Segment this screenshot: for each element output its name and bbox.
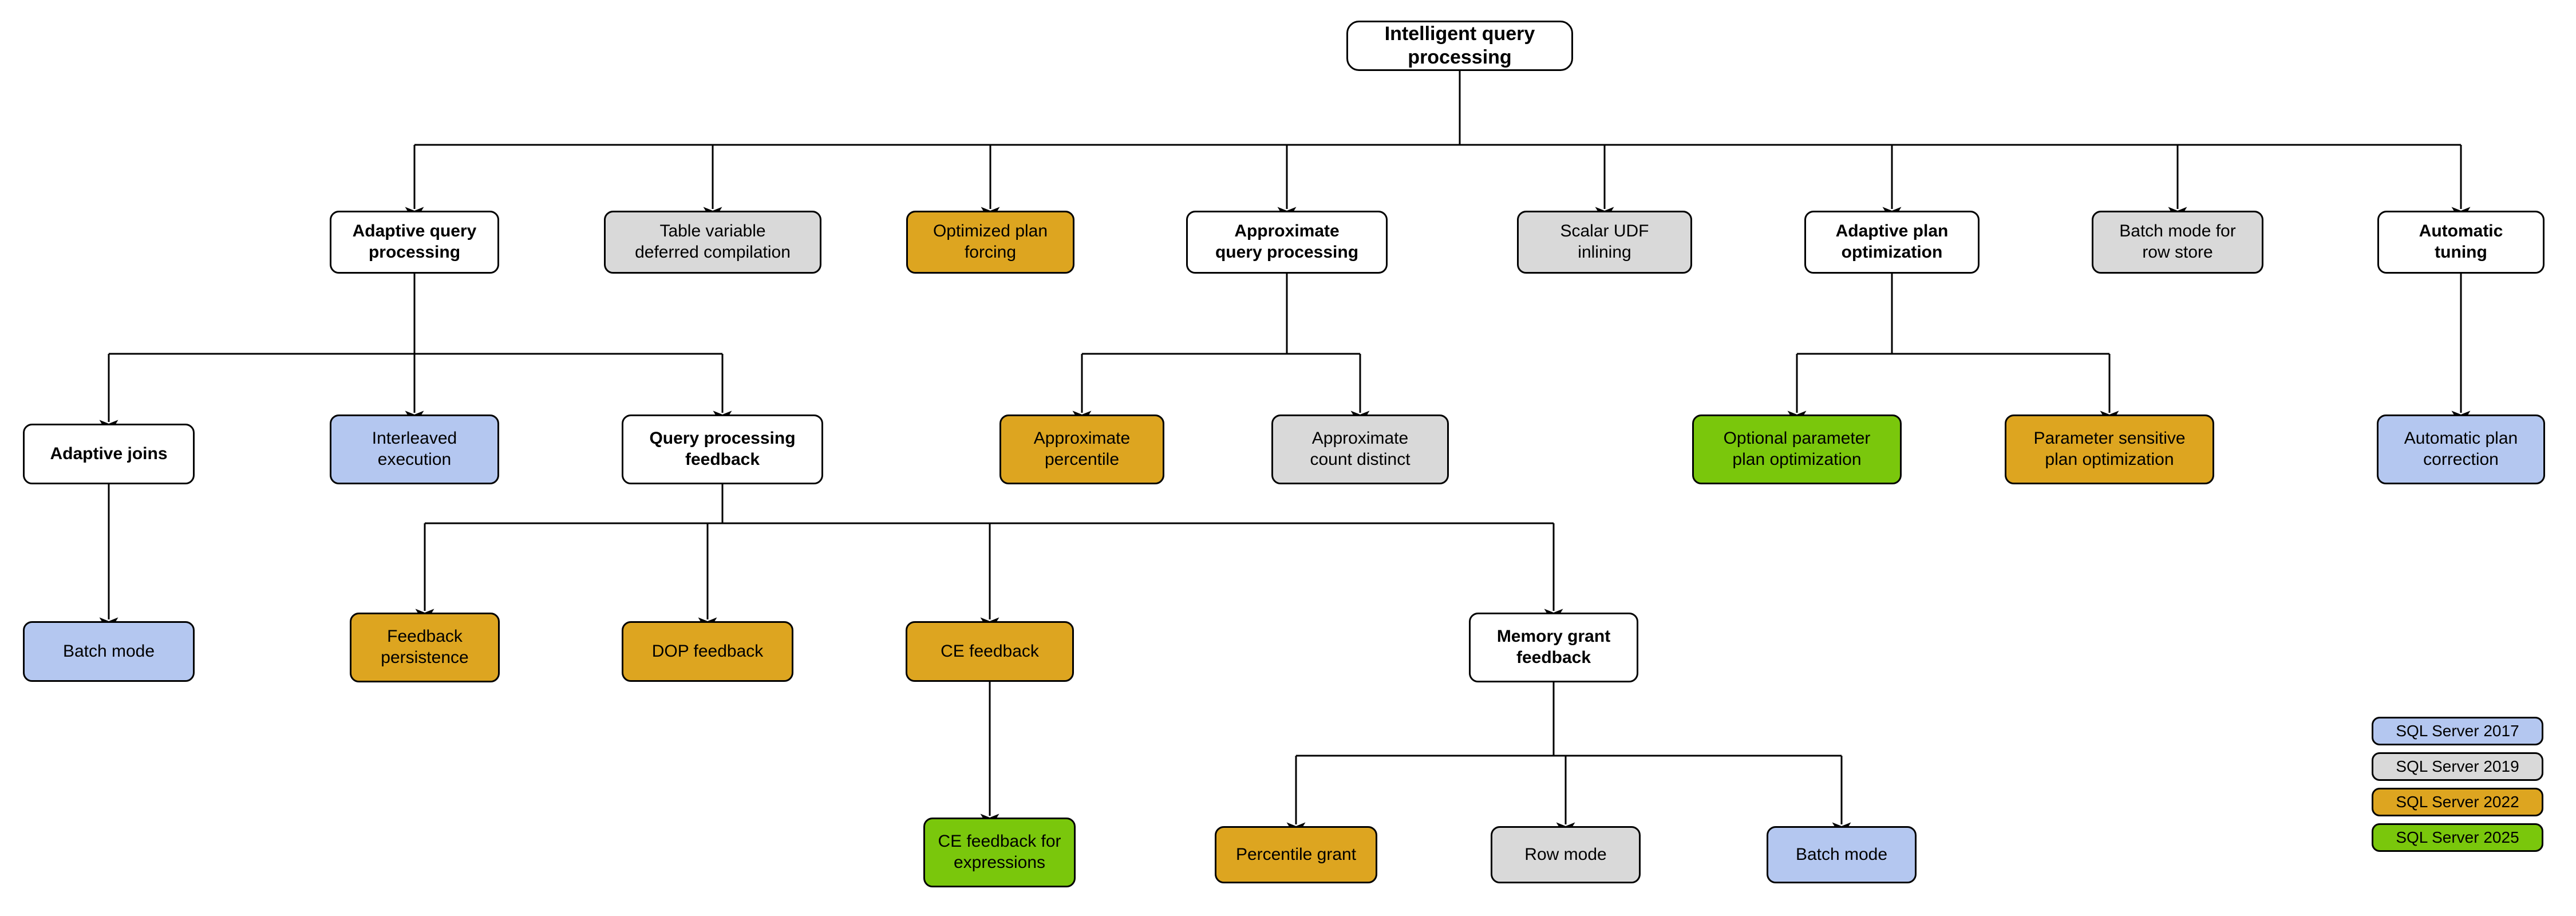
- node-rowmode[interactable]: Row mode: [1491, 826, 1641, 883]
- node-sudf[interactable]: Scalar UDF inlining: [1517, 211, 1692, 274]
- node-apc[interactable]: Automatic plan correction: [2377, 414, 2545, 484]
- node-interleaved[interactable]: Interleaved execution: [330, 414, 499, 484]
- node-batchmode1[interactable]: Batch mode: [23, 621, 195, 682]
- node-label: Optimized plan forcing: [933, 222, 1048, 262]
- node-batchmode2[interactable]: Batch mode: [1767, 826, 1917, 883]
- node-pctgrant[interactable]: Percentile grant: [1215, 826, 1377, 883]
- legend-item-sql-server-2017[interactable]: SQL Server 2017: [2372, 717, 2543, 745]
- node-label: Adaptive query processing: [352, 222, 477, 262]
- node-mgf[interactable]: Memory grant feedback: [1469, 613, 1638, 682]
- legend-item-label: SQL Server 2025: [2396, 828, 2519, 846]
- node-label: Batch mode: [1795, 844, 1888, 864]
- node-label: Automatic tuning: [2419, 222, 2503, 262]
- node-autotune[interactable]: Automatic tuning: [2377, 211, 2545, 274]
- node-label: Adaptive joins: [50, 444, 168, 463]
- node-label: Intelligent query processing: [1384, 22, 1535, 68]
- node-label: Row mode: [1524, 844, 1607, 864]
- node-label: Percentile grant: [1235, 844, 1357, 864]
- node-opf[interactable]: Optimized plan forcing: [906, 211, 1074, 274]
- legend-item-sql-server-2019[interactable]: SQL Server 2019: [2372, 752, 2543, 781]
- node-label: Scalar UDF inlining: [1560, 222, 1649, 262]
- node-label: Approximate query processing: [1215, 222, 1359, 262]
- node-aqp[interactable]: Adaptive query processing: [330, 211, 499, 274]
- legend-item-label: SQL Server 2017: [2396, 722, 2519, 740]
- node-approx[interactable]: Approximate query processing: [1186, 211, 1388, 274]
- node-label: DOP feedback: [651, 641, 764, 661]
- node-label: Batch mode: [62, 641, 155, 661]
- node-label: Optional parameter plan optimization: [1723, 429, 1871, 469]
- node-label: Automatic plan correction: [2404, 429, 2518, 469]
- node-label: Approximate count distinct: [1310, 429, 1411, 469]
- node-oppo[interactable]: Optional parameter plan optimization: [1692, 414, 1902, 484]
- node-label: CE feedback for expressions: [938, 832, 1061, 872]
- node-root[interactable]: Intelligent query processing: [1346, 21, 1573, 71]
- node-label: Table variable deferred compilation: [635, 222, 791, 262]
- node-bmrs[interactable]: Batch mode for row store: [2092, 211, 2263, 274]
- node-label: CE feedback: [941, 641, 1039, 661]
- node-label: Memory grant feedback: [1496, 627, 1611, 667]
- node-qpf[interactable]: Query processing feedback: [622, 414, 823, 484]
- node-tvdc[interactable]: Table variable deferred compilation: [604, 211, 821, 274]
- legend-item-label: SQL Server 2019: [2396, 757, 2519, 775]
- legend-item-sql-server-2025[interactable]: SQL Server 2025: [2372, 823, 2543, 852]
- node-adaptivejoins[interactable]: Adaptive joins: [23, 424, 195, 484]
- legend-item-label: SQL Server 2022: [2396, 793, 2519, 811]
- legend-item-sql-server-2022[interactable]: SQL Server 2022: [2372, 788, 2543, 816]
- node-dopfb[interactable]: DOP feedback: [622, 621, 793, 682]
- node-label: Batch mode for row store: [2119, 222, 2236, 262]
- node-apo[interactable]: Adaptive plan optimization: [1804, 211, 1980, 274]
- node-approxcd[interactable]: Approximate count distinct: [1271, 414, 1449, 484]
- node-cefb[interactable]: CE feedback: [906, 621, 1074, 682]
- node-label: Adaptive plan optimization: [1835, 222, 1949, 262]
- node-label: Query processing feedback: [649, 429, 796, 469]
- node-label: Interleaved execution: [372, 429, 457, 469]
- node-cefbexpr[interactable]: CE feedback for expressions: [923, 818, 1076, 887]
- node-label: Feedback persistence: [381, 627, 469, 667]
- node-approxpct[interactable]: Approximate percentile: [999, 414, 1164, 484]
- node-fbpersist[interactable]: Feedback persistence: [350, 613, 500, 682]
- node-pspo[interactable]: Parameter sensitive plan optimization: [2005, 414, 2214, 484]
- node-label: Approximate percentile: [1033, 429, 1131, 469]
- node-label: Parameter sensitive plan optimization: [2033, 429, 2186, 469]
